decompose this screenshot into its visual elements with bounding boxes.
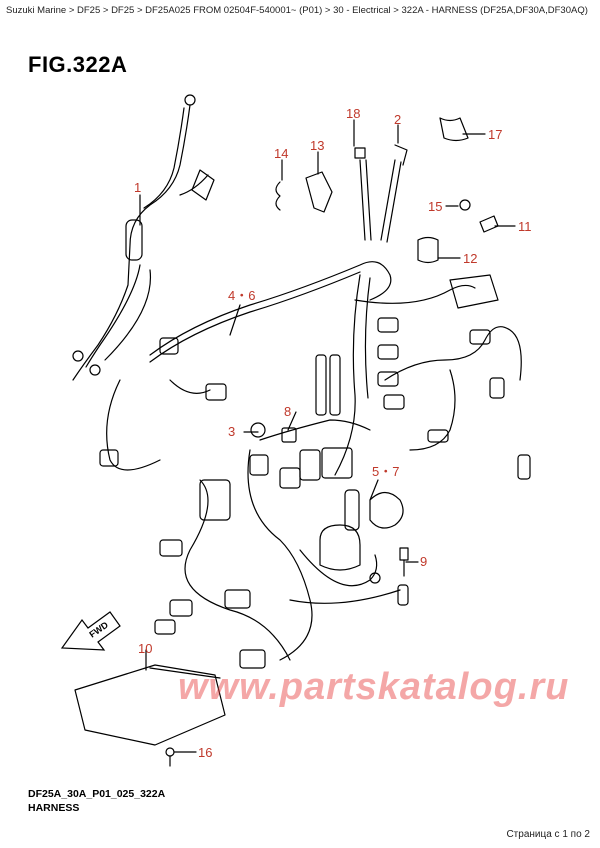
callout-8[interactable]: 8 (284, 404, 291, 419)
main-harness-part (99, 261, 531, 669)
page-indicator: Страница с 1 по 2 (506, 829, 590, 840)
callout-15[interactable]: 15 (428, 199, 442, 214)
callout-10[interactable]: 10 (138, 641, 152, 656)
callout-2[interactable]: 2 (394, 112, 401, 127)
battery-cable-part (72, 94, 215, 381)
callout-4-6[interactable]: 4・6 (228, 288, 255, 303)
watermark: www.partskatalog.ru (178, 666, 570, 708)
fwd-arrow-icon: FWD (60, 611, 121, 651)
callout-12[interactable]: 12 (463, 251, 477, 266)
callout-11[interactable]: 11 (518, 219, 532, 234)
callout-9[interactable]: 9 (420, 554, 427, 569)
callout-14[interactable]: 14 (274, 146, 288, 161)
callout-13[interactable]: 13 (310, 138, 324, 153)
callout-5-7[interactable]: 5・7 (372, 464, 399, 479)
callout-17[interactable]: 17 (488, 127, 502, 142)
fastener-parts (74, 117, 499, 767)
figure-title: FIG.322A (28, 52, 128, 77)
breadcrumb: Suzuki Marine > DF25 > DF25 > DF25A025 F… (6, 5, 588, 16)
callout-1[interactable]: 1 (134, 180, 141, 195)
leader-lines (139, 119, 516, 753)
callout-3[interactable]: 3 (228, 424, 235, 439)
figure-caption: HARNESS (28, 802, 80, 814)
callout-18[interactable]: 18 (346, 106, 360, 121)
callout-16[interactable]: 16 (198, 745, 212, 760)
figure-code: DF25A_30A_P01_025_322A (28, 788, 166, 800)
